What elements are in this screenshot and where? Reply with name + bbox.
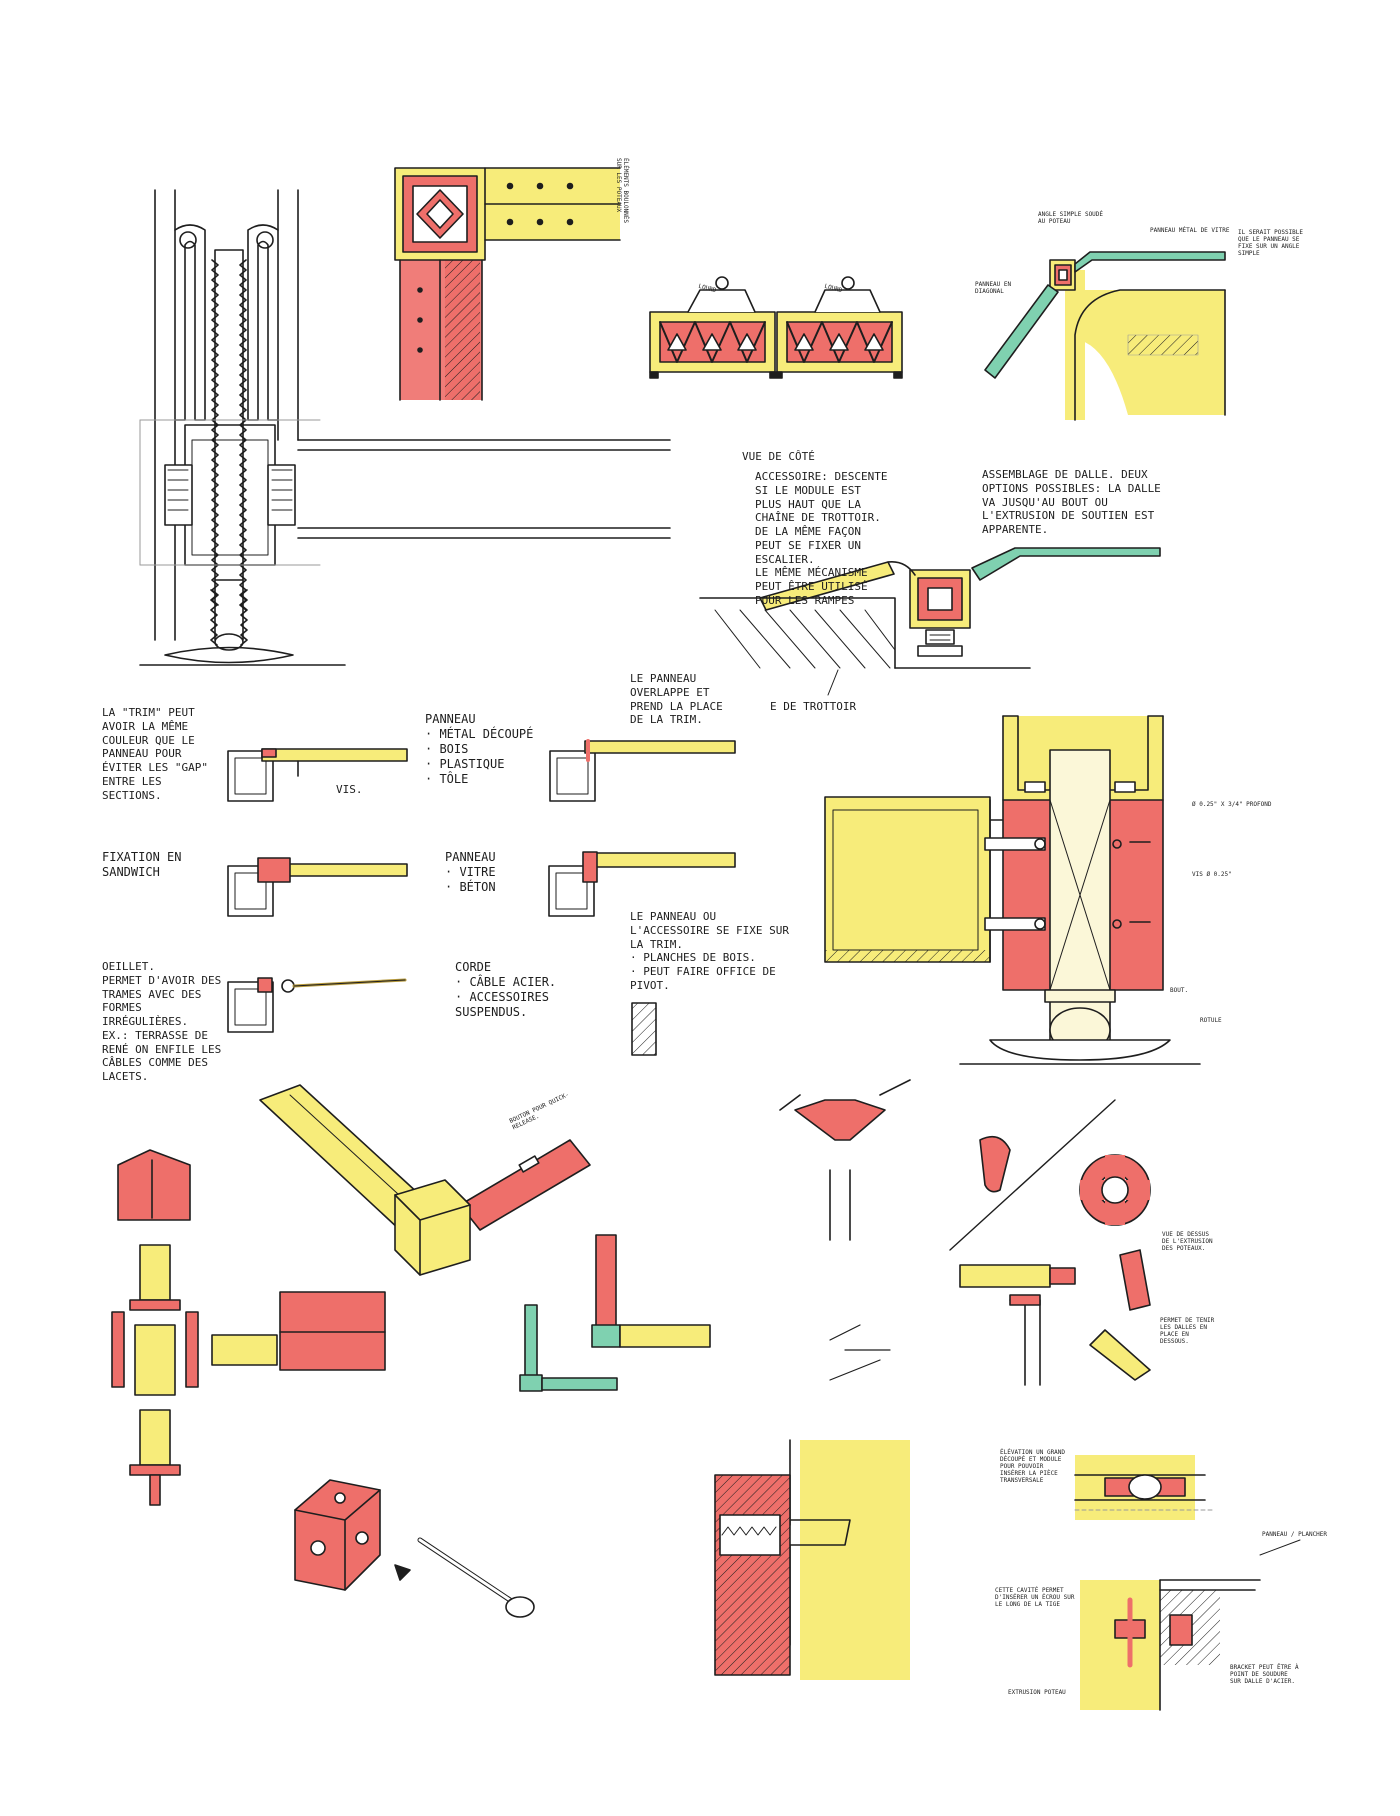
extrusion-top-view-note: VUE DE DESSUS DE L'EXTRUSION DES POTEAUX… (1162, 1231, 1213, 1252)
screw-jack-section (139, 189, 671, 666)
panel-floor-label: PANNEAU / PLANCHER (1262, 1531, 1328, 1538)
glass-concrete-list: PANNEAU · VITRE · BÉTON (445, 850, 496, 894)
slot-section-sketch (714, 1439, 910, 1680)
curb-label: E DE TROTTOIR (770, 700, 857, 713)
hold-slabs-note: PERMET DE TENIR LES DALLES EN PLACE EN D… (1160, 1317, 1215, 1345)
bolt-label: BOUT. (1170, 987, 1189, 994)
column-extrusion-label: EXTRUSION POTEAU (1008, 1689, 1066, 1696)
l-bracket-sketches (519, 1234, 711, 1392)
right-side-note: IL SERAIT POSSIBLE QUE LE PANNEAU SE FIX… (1238, 229, 1304, 257)
panel-detail-note: PANNEAU MÉTAL DE VITRE (1150, 227, 1230, 234)
side-view-curb-sketch (699, 547, 1161, 696)
glass-panel-corner-sketch (984, 251, 1226, 421)
eyelet-note: OEILLET. PERMET D'AVOIR DES TRAMES AVEC … (102, 960, 222, 1083)
rope-cable-list: CORDE · CÂBLE ACIER. · ACCESSOIRES SUSPE… (455, 960, 557, 1019)
frame-corner-sketch (394, 167, 621, 401)
caster-label: ROTULE (1200, 1017, 1222, 1024)
nut-cavity-note: CETTE CAVITÉ PERMET D'INSÉRER UN ÉCROU S… (995, 1587, 1075, 1608)
quick-release-beam-sketch (259, 1084, 591, 1276)
truss-module-sketch (649, 276, 903, 379)
insert-elevation-note: ÉLÉVATION UN GRAND DÉCOUPÉ ET MODULE POU… (1000, 1449, 1066, 1484)
accessory-note: ACCESSOIRE: DESCENTE SI LE MODULE EST PL… (755, 470, 888, 607)
panel-materials-list: PANNEAU · MÉTAL DÉCOUPÉ · BOIS · PLASTIQ… (425, 712, 534, 786)
fixing-methods-sketches (227, 739, 736, 1056)
screw-label: VIS. (336, 783, 363, 796)
bracket-exploded-sketch (111, 1149, 386, 1506)
sandwich-fixing-note: FIXATION EN SANDWICH (102, 850, 182, 879)
side-view-title: VUE DE CÔTÉ (742, 450, 815, 463)
column-detail-sketch (824, 715, 1201, 1065)
diagonal-panel-note: PANNEAU EN DIAGONAL (975, 281, 1012, 295)
screw-diameter-label: VIS Ø 0.25" (1192, 871, 1232, 878)
bracket-weld-note: BRACKET PEUT ÊTRE À POINT DE SOUDURE SUR… (1230, 1664, 1299, 1685)
cube-bolt-sketch (294, 1479, 535, 1618)
extrusion-profile-sketches (779, 1079, 1151, 1386)
angle-weld-note: ANGLE SIMPLE SOUDÉ AU POTEAU (1038, 211, 1104, 225)
slab-assembly-note: ASSEMBLAGE DE DALLE. DEUX OPTIONS POSSIB… (982, 468, 1161, 536)
overlap-note: LE PANNEAU OVERLAPPE ET PREND LA PLACE D… (630, 672, 723, 727)
trim-color-note: LA "TRIM" PEUT AVOIR LA MÊME COULEUR QUE… (102, 706, 208, 802)
bore-dimension-label: Ø 0.25" X 3/4" PROFOND (1192, 801, 1272, 808)
trim-fixing-note: LE PANNEAU OU L'ACCESSOIRE SE FIXE SUR L… (630, 910, 789, 992)
floor-connector-sketch (1074, 1455, 1301, 1711)
frame-corner-note: Éléments boulonnés sur les poteaux (615, 158, 629, 224)
